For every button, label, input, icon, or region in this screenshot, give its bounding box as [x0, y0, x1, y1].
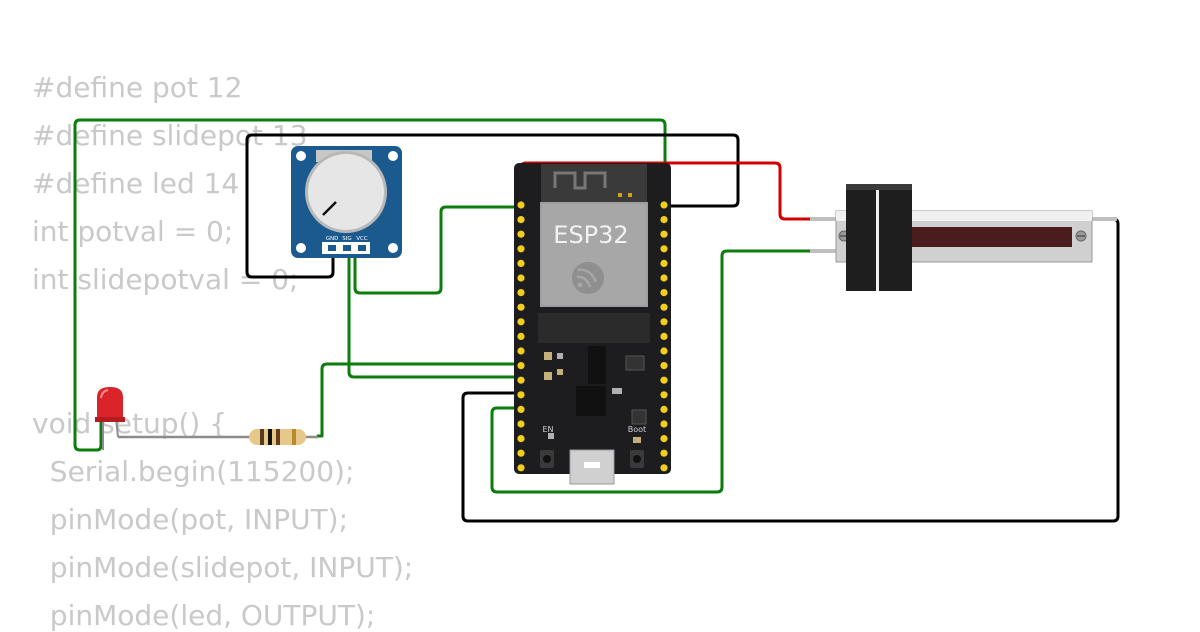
esp32-pin[interactable] — [517, 435, 525, 443]
esp32-pin[interactable] — [660, 449, 668, 457]
esp32-pin[interactable] — [517, 216, 525, 224]
esp32-pin[interactable] — [660, 230, 668, 238]
esp32-pin[interactable] — [517, 289, 525, 297]
esp32-en-label: EN — [542, 425, 553, 434]
wire-green-slide-sig[interactable] — [490, 249, 812, 494]
esp32-pin[interactable] — [660, 201, 668, 209]
esp32-pin[interactable] — [517, 274, 525, 282]
esp32-pin[interactable] — [660, 405, 668, 413]
esp32-boot-label: Boot — [628, 425, 646, 434]
esp32-pin[interactable] — [660, 391, 668, 399]
esp32-pin[interactable] — [660, 362, 668, 370]
esp32-pin[interactable] — [517, 259, 525, 267]
esp32-pin[interactable] — [660, 303, 668, 311]
esp32-board[interactable]: ESP32 EN Boot — [514, 163, 671, 485]
pot-pin-label-vcc: VCC — [356, 236, 368, 242]
wire-black-slide-gnd[interactable] — [461, 217, 1120, 523]
esp32-pin[interactable] — [660, 376, 668, 384]
espressif-logo — [572, 262, 604, 294]
esp32-pin[interactable] — [660, 318, 668, 326]
esp32-pin[interactable] — [517, 405, 525, 413]
esp32-pin[interactable] — [660, 274, 668, 282]
esp32-pin[interactable] — [517, 347, 525, 355]
esp32-pin[interactable] — [517, 449, 525, 457]
esp32-pin[interactable] — [660, 347, 668, 355]
esp32-pin[interactable] — [517, 230, 525, 238]
esp32-pin[interactable] — [660, 245, 668, 253]
wire-green-pot-vcc[interactable] — [353, 205, 521, 295]
esp32-pin[interactable] — [660, 216, 668, 224]
esp32-pin[interactable] — [660, 289, 668, 297]
esp32-pin[interactable] — [517, 376, 525, 384]
esp32-pin[interactable] — [517, 245, 525, 253]
esp32-pin[interactable] — [517, 318, 525, 326]
esp32-pin-header-right — [660, 201, 668, 472]
esp32-pin[interactable] — [517, 391, 525, 399]
wire-green-led[interactable] — [73, 118, 667, 452]
esp32-pin[interactable] — [517, 464, 525, 472]
esp32-pin[interactable] — [660, 259, 668, 267]
wire-green-pot-sig[interactable] — [347, 248, 521, 379]
potentiometer-module[interactable]: GND SIG VCC — [291, 146, 402, 258]
pot-pin-label-gnd: GND — [326, 236, 339, 242]
esp32-pin[interactable] — [517, 362, 525, 370]
pot-pin-label-sig: SIG — [342, 236, 351, 242]
esp32-pin[interactable] — [660, 332, 668, 340]
wire-black-pot-gnd[interactable] — [245, 133, 740, 279]
wire-green-resistor[interactable] — [316, 362, 521, 438]
esp32-pin[interactable] — [517, 303, 525, 311]
esp32-pin[interactable] — [660, 435, 668, 443]
esp32-label: ESP32 — [553, 221, 628, 249]
esp32-pin[interactable] — [660, 464, 668, 472]
esp32-pin[interactable] — [517, 420, 525, 428]
pot-knob-indicator — [322, 201, 337, 216]
esp32-pin[interactable] — [517, 332, 525, 340]
slide-potentiometer[interactable] — [810, 184, 1117, 291]
led[interactable] — [95, 387, 125, 450]
resistor[interactable] — [118, 429, 318, 445]
esp32-pin-header-left — [517, 201, 525, 472]
esp32-pin[interactable] — [660, 420, 668, 428]
esp32-pin[interactable] — [517, 201, 525, 209]
